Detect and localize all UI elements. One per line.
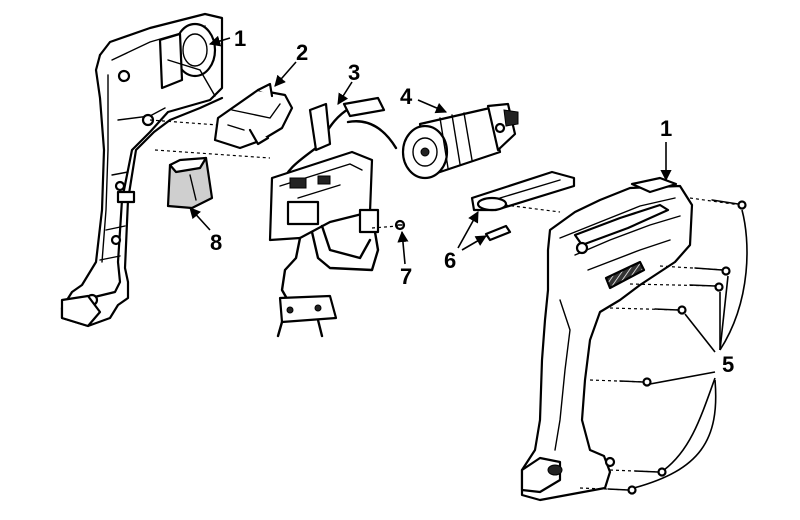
callout-5: 5 [722,352,734,377]
callout-4: 4 [400,84,413,109]
motor [401,102,519,180]
callout-1-top: 1 [234,26,246,51]
callout-1-right: 1 [660,116,672,141]
housing-screws [579,197,747,495]
belt-clip [470,170,576,242]
small-screw [394,219,406,231]
trigger [166,156,214,210]
callout-2: 2 [296,40,308,65]
callout-6: 6 [444,248,456,273]
switch-assembly [268,96,398,338]
explode-lines [149,119,561,229]
clip-bracket [213,82,294,150]
leader-lines [189,35,748,489]
callout-8: 8 [210,230,222,255]
callout-3: 3 [348,60,360,85]
callout-7: 7 [400,264,412,289]
right-housing-half [520,176,694,502]
